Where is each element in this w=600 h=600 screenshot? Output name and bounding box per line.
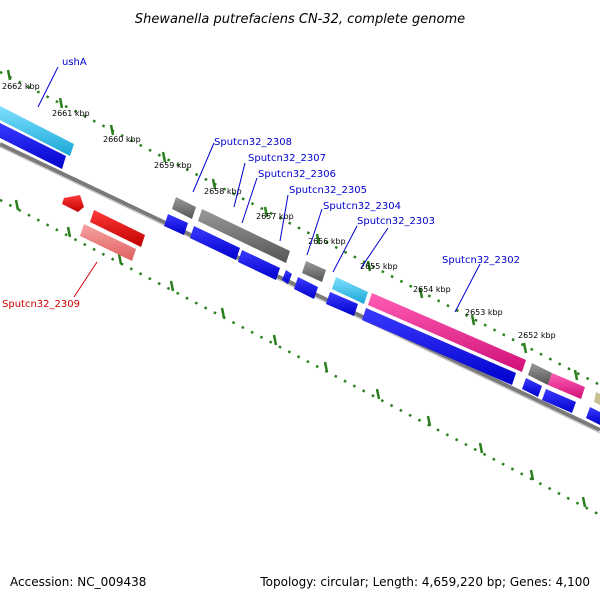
tick-label: 2658 kbp [204, 187, 242, 196]
tick-label: 2660 kbp [103, 135, 141, 144]
tick-label: 2661 kbp [52, 109, 90, 118]
cds-arrow [326, 292, 358, 316]
cds-arrow [190, 226, 240, 260]
label-leaders [37, 66, 481, 313]
outer-major-ticks [6, 69, 579, 381]
gene-label-sputcn32-2304[interactable]: Sputcn32_2304 [323, 201, 401, 212]
inner-major-ticks [14, 199, 587, 508]
gray-feature-bar [172, 197, 196, 219]
red-feature-bar [90, 210, 145, 247]
cyan-feature-bar [332, 277, 368, 304]
magenta-feature-bar-long [368, 293, 526, 372]
tick-label: 2653 kbp [465, 308, 503, 317]
outer-tick-ring [0, 70, 600, 387]
magenta-feature-bar-short [548, 373, 585, 399]
gene-label-sputcn32-2308[interactable]: Sputcn32_2308 [214, 137, 292, 148]
topology-summary-text: Topology: circular; Length: 4,659,220 bp… [259, 575, 590, 589]
cds-arrow [294, 277, 318, 299]
gray-feature-bar-long [198, 209, 290, 263]
cds-arrow-small [282, 270, 292, 284]
gene-label-sputcn32-2306[interactable]: Sputcn32_2306 [258, 169, 336, 180]
gene-label-sputcn32-2309[interactable]: Sputcn32_2309 [2, 299, 80, 310]
tick-label: 2656 kbp [308, 237, 346, 246]
gene-label-sputcn32-2305[interactable]: Sputcn32_2305 [289, 185, 367, 196]
map-title: Shewanella putrefaciens CN-32, complete … [135, 12, 465, 27]
gene-label-sputcn32-2303[interactable]: Sputcn32_2303 [357, 216, 435, 227]
cds-track [0, 123, 600, 425]
red-feature-arrow [62, 195, 84, 212]
gene-label-sputcn32-2307[interactable]: Sputcn32_2307 [248, 153, 326, 164]
cds-arrow [0, 123, 66, 169]
tick-label: 2655 kbp [360, 262, 398, 271]
cds-arrow [164, 214, 188, 235]
minus-strand-track [62, 195, 145, 261]
pink-feature-bar [80, 224, 136, 261]
accession-text: Accession: NC_009438 [10, 575, 146, 589]
cds-arrow [586, 407, 600, 425]
tick-label: 2654 kbp [413, 285, 451, 294]
cds-arrow [522, 378, 542, 397]
tick-label: 2662 kbp [2, 82, 40, 91]
tick-label: 2659 kbp [154, 161, 192, 170]
gene-label-sputcn32-2302[interactable]: Sputcn32_2302 [442, 255, 520, 266]
cds-arrow [238, 250, 280, 280]
gray-feature-bar-short [302, 261, 326, 282]
tick-label: 2652 kbp [518, 331, 556, 340]
feature-track-upper [0, 106, 600, 405]
gray-feature-bar-right [528, 363, 552, 385]
ushA-feature-bar [0, 106, 74, 156]
tick-labels: 2662 kbp 2661 kbp 2660 kbp 2659 kbp 2658… [2, 82, 556, 340]
cds-arrow-long [362, 308, 516, 385]
tick-label: 2657 kbp [256, 212, 294, 221]
olive-feature-bar [594, 392, 600, 405]
gene-labels: ushA Sputcn32_2308 Sputcn32_2307 Sputcn3… [2, 57, 520, 310]
cds-arrow [542, 389, 576, 413]
gene-label-ushA[interactable]: ushA [62, 57, 87, 68]
